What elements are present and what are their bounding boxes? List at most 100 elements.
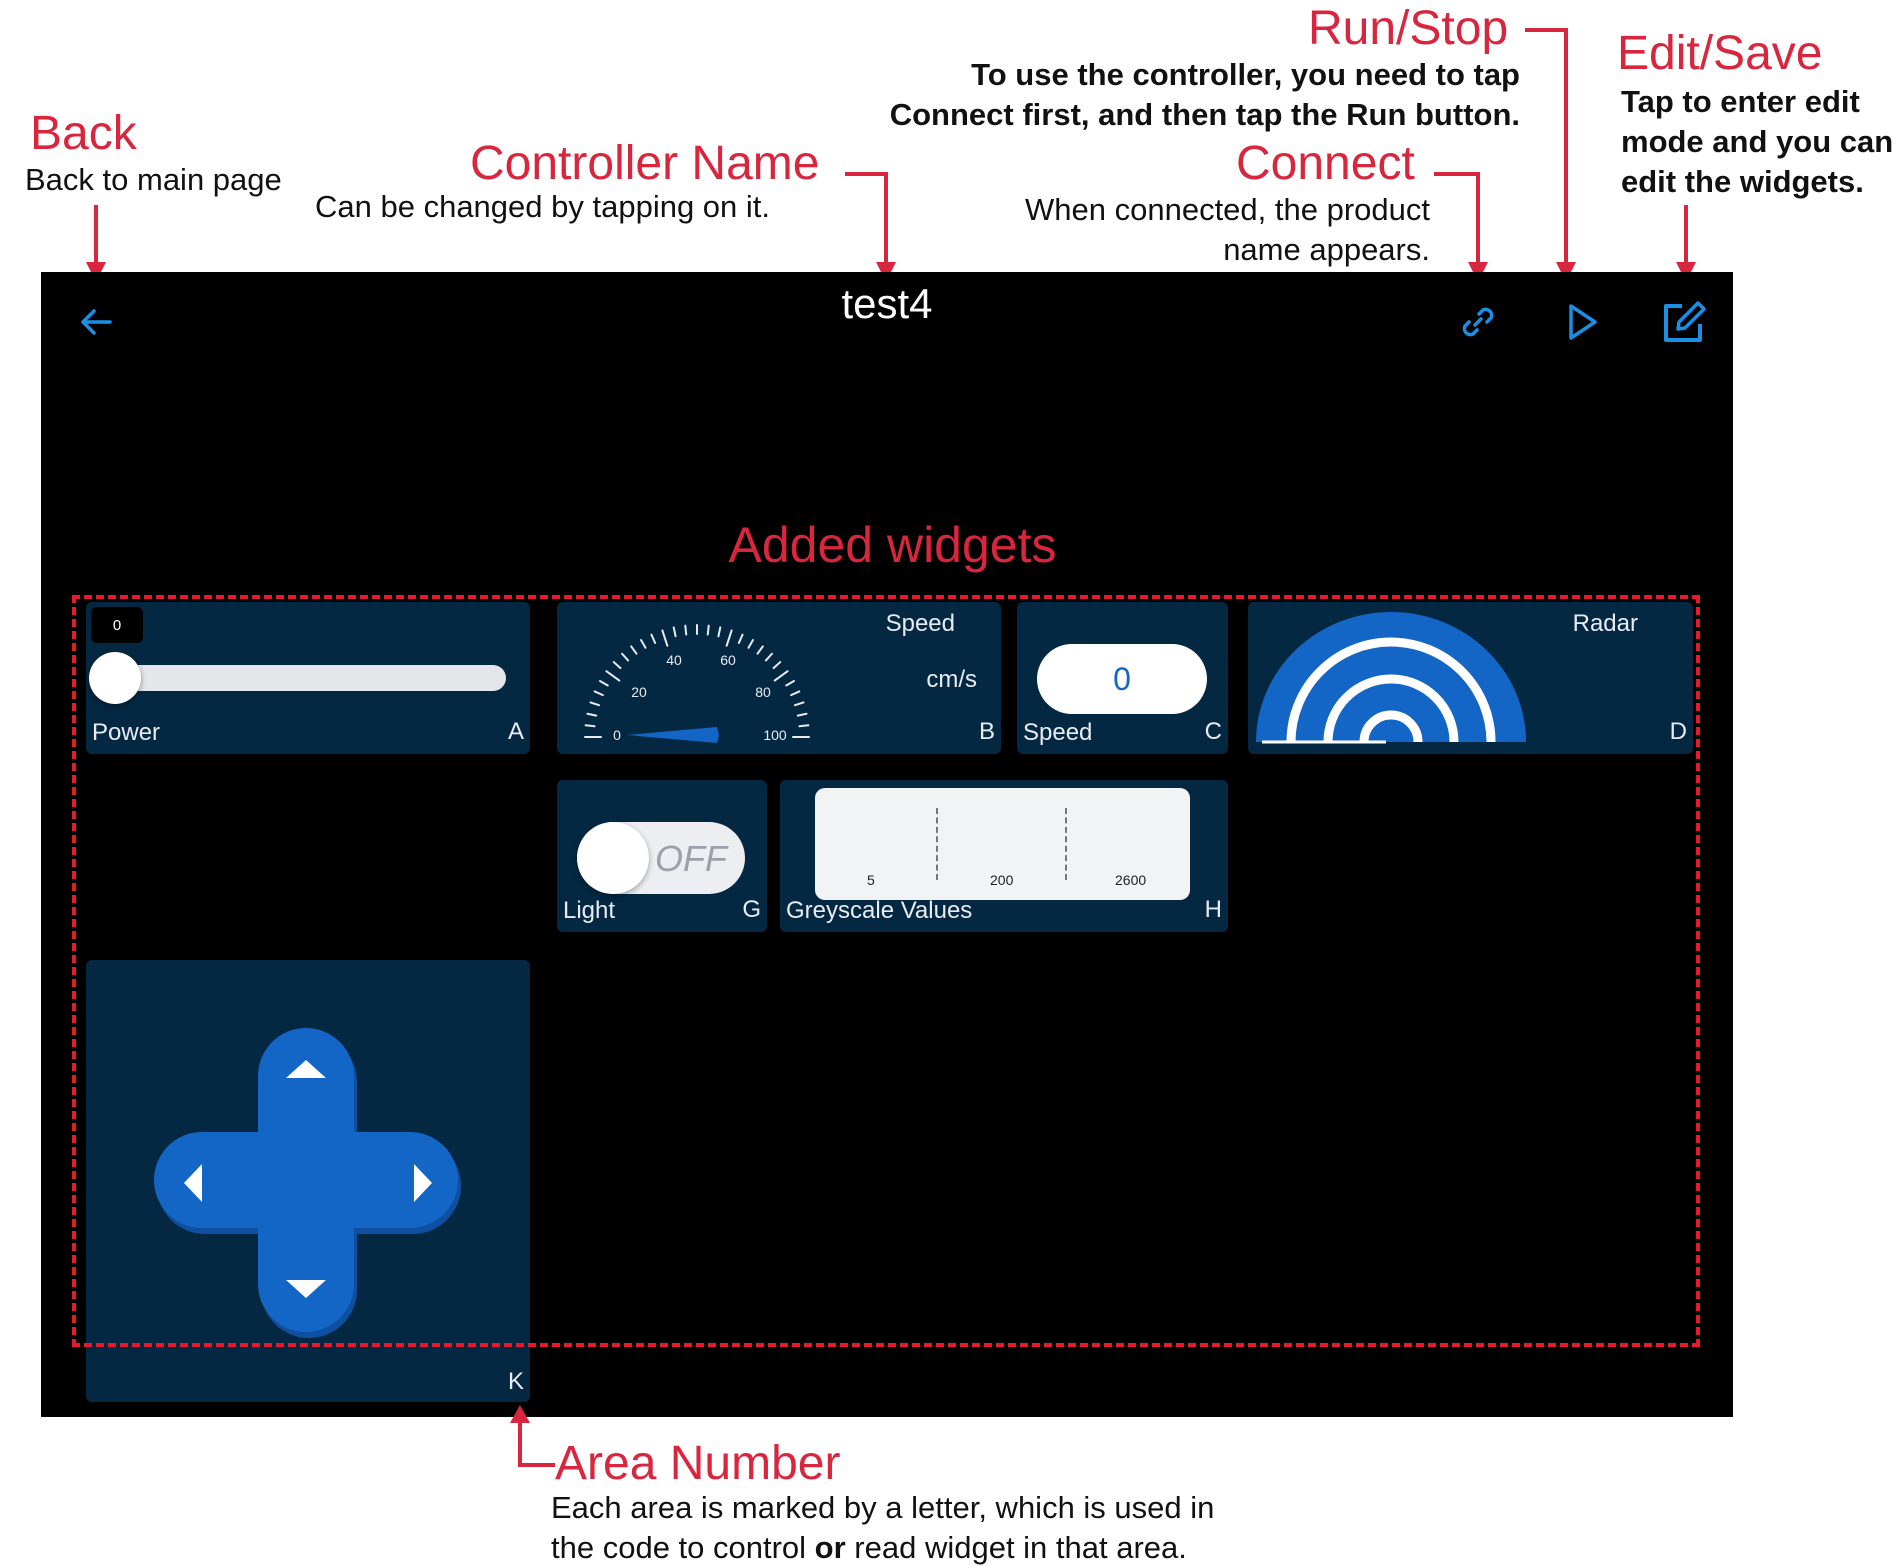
arrow-right-icon <box>414 1164 432 1202</box>
edit-save-annotation-title: Edit/Save <box>1617 27 1823 80</box>
widget-g-label: Light <box>563 897 616 924</box>
area-number-annotation-desc-1: Each area is marked by a letter, which i… <box>551 1490 1215 1525</box>
controller-name[interactable]: test4 <box>841 280 933 327</box>
slider-thumb[interactable] <box>89 652 141 704</box>
widget-c-speed-value: 0 Speed C <box>1017 602 1228 754</box>
widget-b-unit: cm/s <box>926 666 977 693</box>
gauge-tick <box>773 670 789 682</box>
connect-button[interactable] <box>1448 292 1508 352</box>
run-stop-arrow-line <box>1525 28 1568 265</box>
widget-h-greyscale: 5 200 2600 Greyscale Values H <box>780 780 1228 932</box>
gauge-tick <box>612 661 622 670</box>
edit-icon <box>1664 301 1706 342</box>
widget-c-letter: C <box>1204 718 1222 745</box>
gauge-tick <box>621 652 630 662</box>
gauge-tick <box>798 724 810 728</box>
gauge-tick <box>785 680 795 687</box>
toggle-state-text: OFF <box>655 838 727 879</box>
gauge-tick <box>706 624 710 636</box>
widget-g-letter: G <box>742 896 761 923</box>
controller-name-annotation-desc: Can be changed by tapping on it. <box>315 189 771 224</box>
gauge-tick-label: 0 <box>613 727 621 743</box>
widget-a-letter: A <box>507 718 524 745</box>
widget-a-label: Power <box>92 719 161 746</box>
widget-c-label: Speed <box>1023 719 1093 746</box>
back-button[interactable] <box>66 292 126 352</box>
dpad-left-button[interactable] <box>174 1158 214 1208</box>
gauge-dial: 0 20 40 60 80 100 <box>584 624 810 743</box>
gauge-tick <box>584 724 596 728</box>
gauge-tick <box>717 626 722 638</box>
gauge-tick <box>661 629 669 647</box>
gauge-tick-label: 100 <box>763 727 787 743</box>
dpad-down-button[interactable] <box>281 1270 331 1310</box>
widget-b-speed-gauge: 0 20 40 60 80 100 Speed cm/s B <box>557 602 1001 754</box>
gauge-tick <box>672 626 677 638</box>
widget-a-power-slider: 0 Power A <box>86 602 530 754</box>
area-number-annotation-desc-2: the code to control or read widget in th… <box>551 1530 1187 1565</box>
annotation-arrows <box>86 28 1696 282</box>
toggle-knob <box>577 822 649 894</box>
gauge-tick <box>593 690 604 697</box>
speed-value-display: 0 <box>1037 644 1207 714</box>
controller-screen: test4 0 Power A 0 20 <box>41 272 1733 1417</box>
arrow-left-icon <box>81 309 112 335</box>
gauge-tick-label: 80 <box>755 684 771 700</box>
slider-track[interactable] <box>100 665 506 691</box>
back-annotation-desc: Back to main page <box>25 162 282 197</box>
greyscale-value-left: 5 <box>867 872 875 888</box>
connect-arrow-line <box>1434 172 1480 265</box>
light-toggle[interactable]: OFF <box>577 822 745 894</box>
gauge-tick <box>630 645 638 655</box>
back-annotation-title: Back <box>30 107 137 160</box>
gauge-tick <box>605 670 621 682</box>
gauge-tick-label: 60 <box>720 652 736 668</box>
slider-value-bubble: 0 <box>91 607 143 643</box>
gauge-tick <box>756 645 764 655</box>
dpad-up-button[interactable] <box>281 1048 331 1088</box>
greyscale-divider <box>936 808 938 880</box>
area-number-arrow <box>510 1405 555 1467</box>
gauge-tick <box>747 639 754 649</box>
gauge-tick <box>640 639 647 649</box>
widget-g-light-switch: OFF Light G <box>557 780 767 932</box>
gauge-tick <box>589 701 601 707</box>
arrow-up-icon <box>286 1060 326 1078</box>
connect-annotation-desc-1: When connected, the product <box>1025 192 1430 227</box>
link-icon <box>1462 307 1494 337</box>
widget-d-radar: Radar D <box>1248 602 1693 754</box>
gauge-tick-label: 40 <box>666 652 682 668</box>
gauge-needle <box>627 727 719 743</box>
radar-display <box>1256 612 1526 744</box>
widget-k-dpad: K <box>86 960 530 1402</box>
greyscale-panel: 5 200 2600 <box>815 788 1190 900</box>
greyscale-value-middle: 200 <box>990 872 1014 888</box>
run-stop-annotation-title: Run/Stop <box>1308 2 1509 55</box>
gauge-tick <box>793 701 805 707</box>
widget-h-label: Greyscale Values <box>786 897 973 924</box>
added-widgets-annotation-title: Added widgets <box>728 517 1057 573</box>
gauge-tick <box>772 661 782 670</box>
edit-save-annotation-desc-2: mode and you can <box>1621 124 1894 159</box>
edit-save-annotation-desc-3: edit the widgets. <box>1621 164 1864 199</box>
connect-annotation-title: Connect <box>1236 137 1415 190</box>
gauge-tick <box>764 652 773 662</box>
gauge-tick-label: 20 <box>631 684 647 700</box>
dpad-right-button[interactable] <box>402 1158 442 1208</box>
widget-d-letter: D <box>1669 718 1687 745</box>
area-number-annotation-title: Area Number <box>555 1437 841 1490</box>
run-stop-annotation-desc-2: Connect first, and then tap the Run butt… <box>889 97 1520 132</box>
widget-h-letter: H <box>1204 896 1222 923</box>
gauge-tick <box>586 712 598 717</box>
arrow-left-icon <box>184 1164 202 1202</box>
connect-annotation-desc-2: name appears. <box>1223 232 1430 267</box>
gauge-tick <box>650 633 657 644</box>
widget-b-letter: B <box>978 718 995 745</box>
edit-save-button[interactable] <box>1654 292 1714 352</box>
gauge-tick <box>737 633 744 644</box>
run-stop-button[interactable] <box>1551 292 1611 352</box>
dpad <box>154 1028 461 1338</box>
widget-k-letter: K <box>507 1368 524 1395</box>
gauge-tick <box>599 680 609 687</box>
edit-save-annotation-desc-1: Tap to enter edit <box>1621 84 1860 119</box>
